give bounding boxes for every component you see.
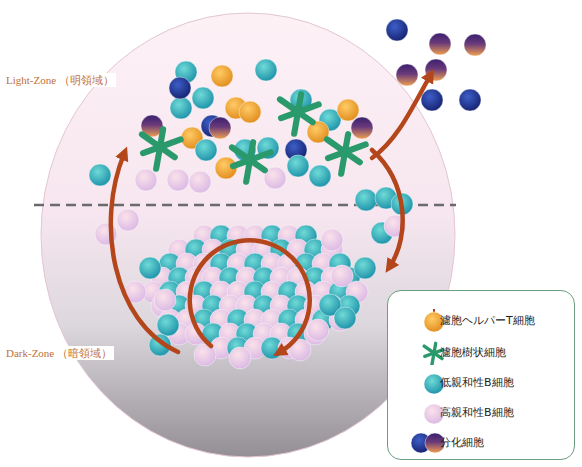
dendritic-cell xyxy=(142,129,181,168)
low-affinity-b-cell xyxy=(309,165,331,187)
memory-cell xyxy=(209,117,231,139)
low-affinity-b-cell xyxy=(354,257,376,279)
helper-t-cell xyxy=(337,99,359,121)
legend-entry: 低親和性B細胞 xyxy=(388,371,574,395)
dendritic-cell xyxy=(327,134,366,173)
exit-arrow xyxy=(372,76,430,158)
plasma-cell xyxy=(459,89,481,111)
legend-icon xyxy=(396,341,444,365)
legend-text: 濾胞ヘルパーT細胞 xyxy=(440,314,535,328)
low-affinity-b-cell xyxy=(355,189,377,211)
low-affinity-b-cell xyxy=(287,155,309,177)
low-affinity-b-cell xyxy=(195,139,217,161)
legend-text: 濾胞樹状細胞 xyxy=(440,346,506,360)
high-affinity-b-cell xyxy=(189,171,211,193)
migration-arrow xyxy=(111,154,178,352)
legend-text: 高親和性B細胞 xyxy=(440,406,514,420)
legend-entry: 濾胞ヘルパーT細胞 xyxy=(388,309,574,333)
low-affinity-b-cell xyxy=(157,314,179,336)
high-affinity-b-cell xyxy=(307,319,329,341)
plasma-cell xyxy=(421,89,443,111)
low-affinity-b-cell xyxy=(255,59,277,81)
dendritic-cell xyxy=(232,142,271,181)
dark-zone-label: Dark-Zone （暗領域） xyxy=(4,346,114,360)
helper-t-cell xyxy=(239,101,261,123)
legend-icon xyxy=(396,309,444,333)
legend-icon xyxy=(396,401,444,425)
legend-icon xyxy=(396,431,444,455)
high-affinity-b-cell xyxy=(167,169,189,191)
high-affinity-b-cell xyxy=(135,169,157,191)
memory-cell xyxy=(464,34,486,56)
proliferation-cycle-arrow xyxy=(190,240,310,352)
low-affinity-b-cell xyxy=(89,164,111,186)
memory-cell xyxy=(396,64,418,86)
plasma-cell xyxy=(386,19,408,41)
legend-text: 低親和性B細胞 xyxy=(440,376,514,390)
low-affinity-b-cell xyxy=(192,87,214,109)
high-affinity-b-cell xyxy=(117,209,139,231)
plasma-cell xyxy=(169,77,191,99)
legend-text: 分化細胞 xyxy=(440,436,484,450)
memory-cell xyxy=(429,33,451,55)
light-zone-label: Light-Zone （明領域） xyxy=(4,73,116,87)
high-affinity-b-cell xyxy=(154,289,176,311)
high-affinity-b-cell xyxy=(321,229,343,251)
low-affinity-b-cell xyxy=(334,307,356,329)
legend-icon xyxy=(396,371,444,395)
legend-entry: 高親和性B細胞 xyxy=(388,401,574,425)
high-affinity-b-cell xyxy=(229,347,251,369)
memory-cell xyxy=(351,117,373,139)
low-affinity-b-cell xyxy=(139,257,161,279)
legend-entry: 濾胞樹状細胞 xyxy=(388,341,574,365)
high-affinity-b-cell xyxy=(331,265,353,287)
dendritic-cell xyxy=(280,94,319,133)
legend-entry: 分化細胞 xyxy=(388,431,574,455)
helper-t-cell xyxy=(211,65,233,87)
return-arrow xyxy=(372,150,403,266)
low-affinity-b-cell xyxy=(170,97,192,119)
legend-box: 濾胞ヘルパーT細胞濾胞樹状細胞低親和性B細胞高親和性B細胞分化細胞 xyxy=(387,290,575,460)
